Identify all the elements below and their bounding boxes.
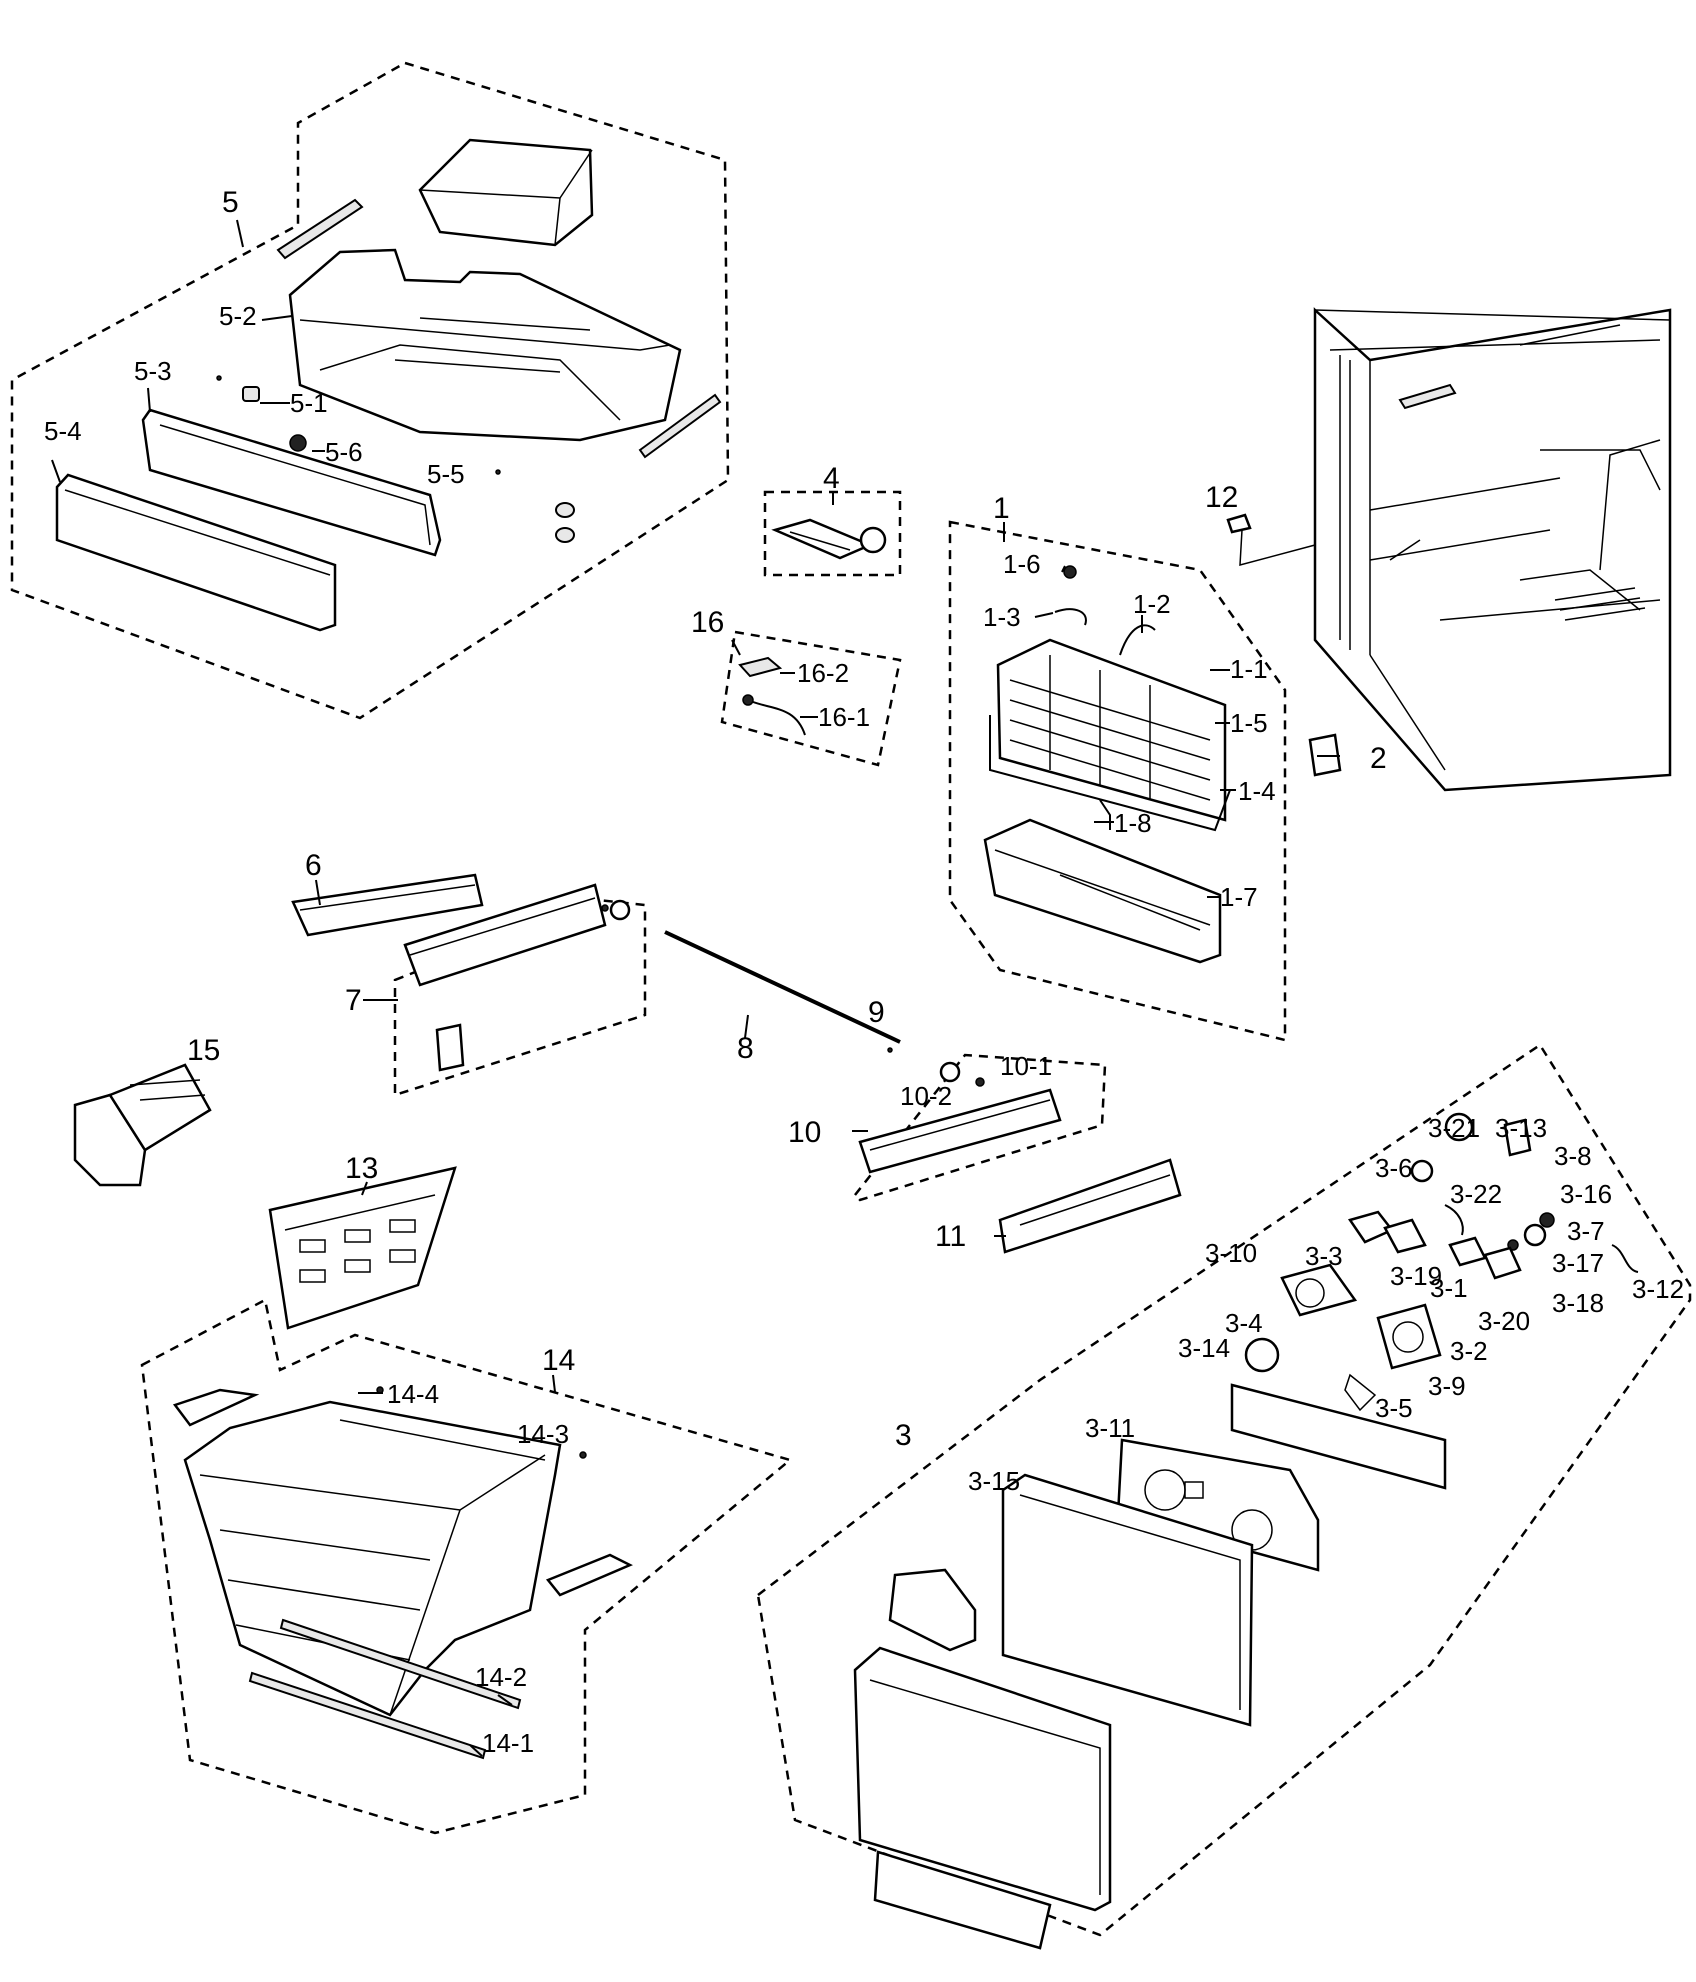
callout-5-4: 5-4 <box>44 416 82 446</box>
callout-4: 4 <box>823 462 840 495</box>
callout-8: 8 <box>737 1032 754 1065</box>
group-5-parts <box>55 138 722 632</box>
group-5-boundary <box>10 61 730 720</box>
part-8-rod <box>664 930 901 1044</box>
callout-3-1: 3-1 <box>1430 1273 1468 1303</box>
group-10-11-parts <box>858 1061 1182 1254</box>
callout-3-11: 3-11 <box>1085 1413 1135 1443</box>
callout-3-9: 3-9 <box>1428 1371 1466 1401</box>
group-1-parts <box>983 565 1231 964</box>
freezer-cabinet <box>1313 307 1672 792</box>
callout-16-1: 16-1 <box>818 702 870 732</box>
callout-3-22: 3-22 <box>1450 1179 1502 1209</box>
callout-1-7: 1-7 <box>1220 882 1258 912</box>
callout-1-2: 1-2 <box>1133 589 1171 619</box>
callout-1-4: 1-4 <box>1238 776 1276 806</box>
callout-7: 7 <box>345 984 362 1017</box>
group-4-parts <box>771 518 887 560</box>
callout-16: 16 <box>691 606 724 639</box>
callout-3-18: 3-18 <box>1552 1288 1604 1318</box>
callout-5: 5 <box>222 186 239 219</box>
callout-labels: 5 5-2 5-3 5-4 5-1 5-6 5-5 4 1 1-6 1-3 1-… <box>44 186 1684 1758</box>
group-16-boundary <box>720 630 902 767</box>
callout-14-1: 14-1 <box>482 1728 534 1758</box>
callout-3-17: 3-17 <box>1552 1248 1604 1278</box>
callout-1-3: 1-3 <box>983 602 1021 632</box>
callout-10-2: 10-2 <box>900 1081 952 1111</box>
callout-3-19: 3-19 <box>1390 1261 1442 1291</box>
callout-10-1: 10-1 <box>1000 1051 1052 1081</box>
callout-3-10: 3-10 <box>1205 1238 1257 1268</box>
callout-3-5: 3-5 <box>1375 1393 1413 1423</box>
callout-1: 1 <box>993 492 1010 525</box>
group-14-parts <box>172 1386 633 1760</box>
callout-1-8: 1-8 <box>1114 808 1152 838</box>
callout-15: 15 <box>187 1034 220 1067</box>
callout-5-2: 5-2 <box>219 301 257 331</box>
callout-1-5: 1-5 <box>1230 708 1268 738</box>
callout-12: 12 <box>1205 481 1238 514</box>
leader-lines <box>51 219 1340 1757</box>
callout-3-6: 3-6 <box>1375 1153 1413 1183</box>
callout-5-5: 5-5 <box>427 459 465 489</box>
callout-5-1: 5-1 <box>290 388 328 418</box>
callout-14-3: 14-3 <box>517 1419 569 1449</box>
group-13-boundary <box>140 1298 793 1835</box>
callout-1-6: 1-6 <box>1003 549 1041 579</box>
callout-11: 11 <box>935 1220 966 1253</box>
callout-16-2: 16-2 <box>797 658 849 688</box>
callout-3-21: 3-21 <box>1428 1113 1480 1143</box>
group-3-boundary <box>756 1043 1692 1937</box>
callout-6: 6 <box>305 849 322 882</box>
group-16-parts <box>738 656 806 736</box>
callout-3-16: 3-16 <box>1560 1179 1612 1209</box>
callout-3-3: 3-3 <box>1305 1241 1343 1271</box>
part-13-divider <box>268 1166 457 1330</box>
callout-5-3: 5-3 <box>134 356 172 386</box>
callout-3: 3 <box>895 1419 912 1452</box>
callout-10: 10 <box>788 1116 821 1149</box>
part-15-icemaker <box>73 1063 212 1187</box>
callout-2: 2 <box>1370 742 1387 775</box>
group-3-parts <box>853 1112 1639 1950</box>
group-6-7-parts <box>291 873 631 1072</box>
callout-14: 14 <box>542 1344 575 1377</box>
callout-1-1: 1-1 <box>1230 654 1268 684</box>
part-9-screw <box>887 1047 893 1053</box>
callout-3-13: 3-13 <box>1495 1113 1547 1143</box>
callout-3-14: 3-14 <box>1178 1333 1230 1363</box>
callout-3-8: 3-8 <box>1554 1141 1592 1171</box>
callout-14-4: 14-4 <box>387 1379 439 1409</box>
callout-13: 13 <box>345 1152 378 1185</box>
callout-3-4: 3-4 <box>1225 1308 1263 1338</box>
callout-14-2: 14-2 <box>475 1662 527 1692</box>
callout-3-15: 3-15 <box>968 1466 1020 1496</box>
callout-3-20: 3-20 <box>1478 1306 1530 1336</box>
callout-3-7: 3-7 <box>1567 1216 1605 1246</box>
callout-9: 9 <box>868 996 885 1029</box>
callout-3-12: 3-12 <box>1632 1274 1684 1304</box>
callout-5-6: 5-6 <box>325 437 363 467</box>
callout-3-2: 3-2 <box>1450 1336 1488 1366</box>
